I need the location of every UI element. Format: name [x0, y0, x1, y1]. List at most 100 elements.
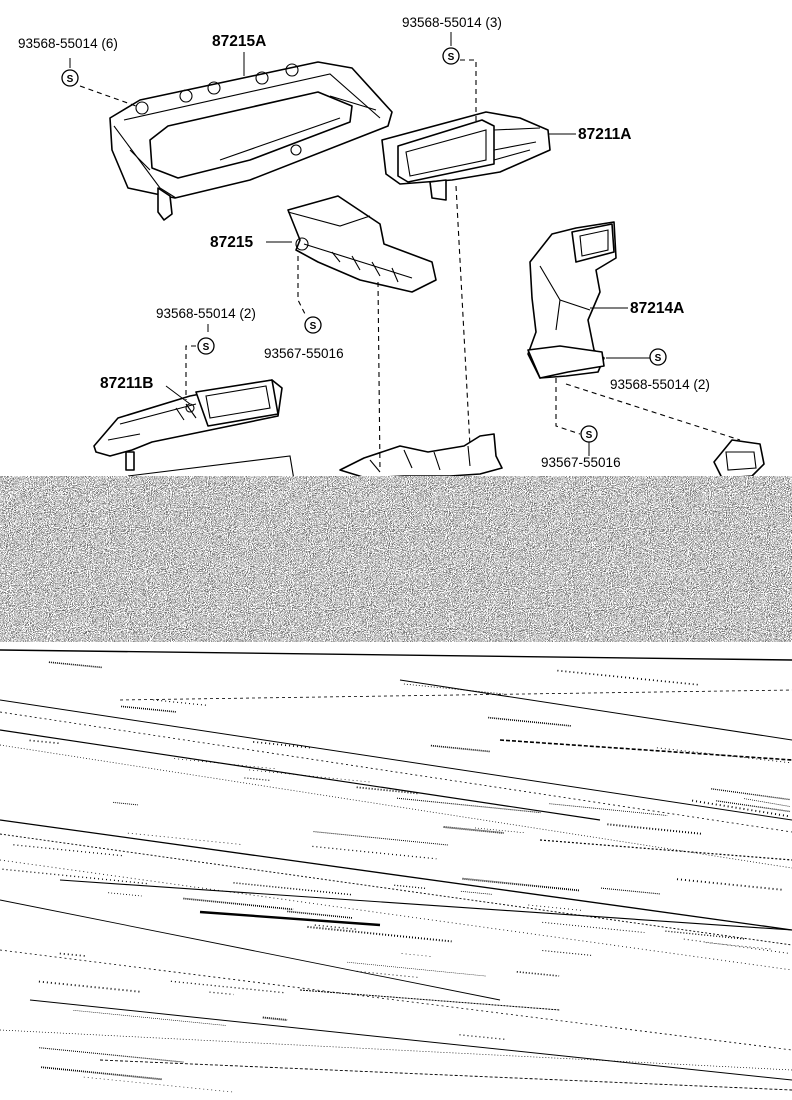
scan-streak — [462, 877, 580, 892]
scan-streak — [557, 669, 698, 686]
scan-streak — [121, 705, 177, 713]
svg-text:S: S — [448, 52, 455, 63]
svg-text:S: S — [67, 74, 74, 85]
scan-streak — [460, 890, 493, 895]
scan-streak — [249, 769, 371, 783]
svg-text:S: S — [203, 342, 210, 353]
label-part-87214a: 87214A — [630, 300, 684, 317]
label-part-87215: 87215 — [210, 234, 253, 251]
scan-streak — [312, 845, 437, 860]
scan-streak — [59, 952, 87, 957]
svg-text:S: S — [310, 321, 317, 332]
scan-streak — [691, 799, 791, 818]
scan-streak — [174, 758, 275, 770]
lower-center-assembly-drawing — [339, 433, 503, 479]
scan-streak — [0, 744, 792, 869]
label-part-87215a: 87215A — [212, 33, 266, 50]
scan-streak — [287, 910, 353, 919]
scan-streak — [347, 961, 487, 977]
scan-streak — [401, 953, 431, 957]
scan-streak — [99, 1059, 792, 1091]
scan-streak — [676, 878, 785, 891]
leader-lines — [69, 32, 741, 471]
scan-streak — [683, 938, 791, 954]
scan-streak — [396, 797, 541, 814]
scan-streak — [29, 739, 62, 745]
screw-symbol-3: S — [442, 47, 460, 65]
lower-left-bracket-drawing — [127, 455, 295, 481]
scan-streak — [38, 980, 141, 993]
scan-streak — [399, 679, 792, 741]
part-87214a-drawing — [527, 221, 617, 379]
scan-streak — [299, 989, 561, 1011]
scan-streak — [209, 991, 234, 996]
clip-symbol-left: S — [304, 316, 322, 334]
scan-streak — [199, 910, 381, 927]
scan-streak — [253, 741, 311, 749]
scan-streak — [183, 897, 294, 911]
scan-streak — [705, 942, 774, 950]
scan-streak — [13, 844, 123, 857]
part-87215a-drawing — [109, 61, 393, 221]
scan-streak — [499, 739, 792, 761]
screw-symbol-2-left: S — [197, 337, 215, 355]
scan-streak — [744, 798, 791, 807]
scan-streak — [516, 971, 560, 977]
scan-streak — [113, 801, 138, 806]
label-screw-3: 93568-55014 (3) — [402, 15, 502, 30]
scan-streak — [108, 892, 142, 897]
scan-streak — [549, 803, 668, 816]
scan-streak — [59, 879, 792, 931]
part-87215-drawing — [287, 195, 437, 293]
label-clip-55016-left: 93567-55016 — [264, 346, 344, 361]
clip-symbol-right: S — [580, 425, 598, 443]
scan-streak — [262, 1016, 288, 1021]
scan-streak-artifacts — [0, 649, 792, 1093]
scan-streak — [307, 925, 452, 943]
scan-streak — [73, 1009, 227, 1026]
label-screw-2-right: 93568-55014 (2) — [610, 377, 710, 392]
scan-streak — [41, 1066, 162, 1081]
label-screw-6: 93568-55014 (6) — [18, 36, 118, 51]
scan-streak — [430, 744, 490, 753]
scan-streak — [127, 832, 244, 845]
scan-noise-band — [0, 476, 792, 642]
scan-streak — [0, 649, 792, 661]
screw-symbol-2-right: S — [649, 348, 667, 366]
scan-streak — [48, 661, 102, 669]
label-screw-2-left: 93568-55014 (2) — [156, 306, 256, 321]
scan-streak — [244, 777, 271, 781]
label-part-87211a: 87211A — [578, 126, 631, 143]
scan-streak — [313, 831, 448, 846]
scan-streak — [0, 1029, 792, 1071]
scan-streak — [0, 833, 792, 946]
scan-streak — [0, 899, 501, 1001]
svg-text:S: S — [655, 353, 662, 364]
scan-streak — [0, 729, 601, 821]
scan-streak — [0, 859, 792, 971]
scan-streak — [665, 930, 745, 940]
lower-right-vent-drawing — [713, 439, 765, 479]
part-87211a-drawing — [381, 111, 551, 201]
scan-streak — [2, 868, 149, 885]
scan-streak — [119, 689, 792, 701]
scan-streak — [474, 827, 524, 834]
scan-streak — [314, 924, 358, 930]
scan-streak — [0, 711, 792, 833]
scan-streak — [716, 800, 791, 813]
scan-streak — [443, 826, 504, 834]
scan-streak — [600, 887, 661, 895]
scan-streak — [607, 823, 703, 835]
label-clip-55016-right: 93567-55016 — [541, 455, 621, 470]
screw-symbol-6: S — [61, 69, 79, 87]
scan-streak — [153, 699, 208, 706]
scan-streak — [488, 716, 572, 727]
part-87211b-drawing — [93, 379, 283, 471]
scan-streak — [29, 999, 792, 1081]
svg-text:S: S — [586, 430, 593, 441]
scan-streak — [170, 980, 286, 994]
scan-streak — [233, 882, 353, 896]
scan-streak — [403, 683, 504, 695]
scan-streak — [459, 1034, 505, 1040]
